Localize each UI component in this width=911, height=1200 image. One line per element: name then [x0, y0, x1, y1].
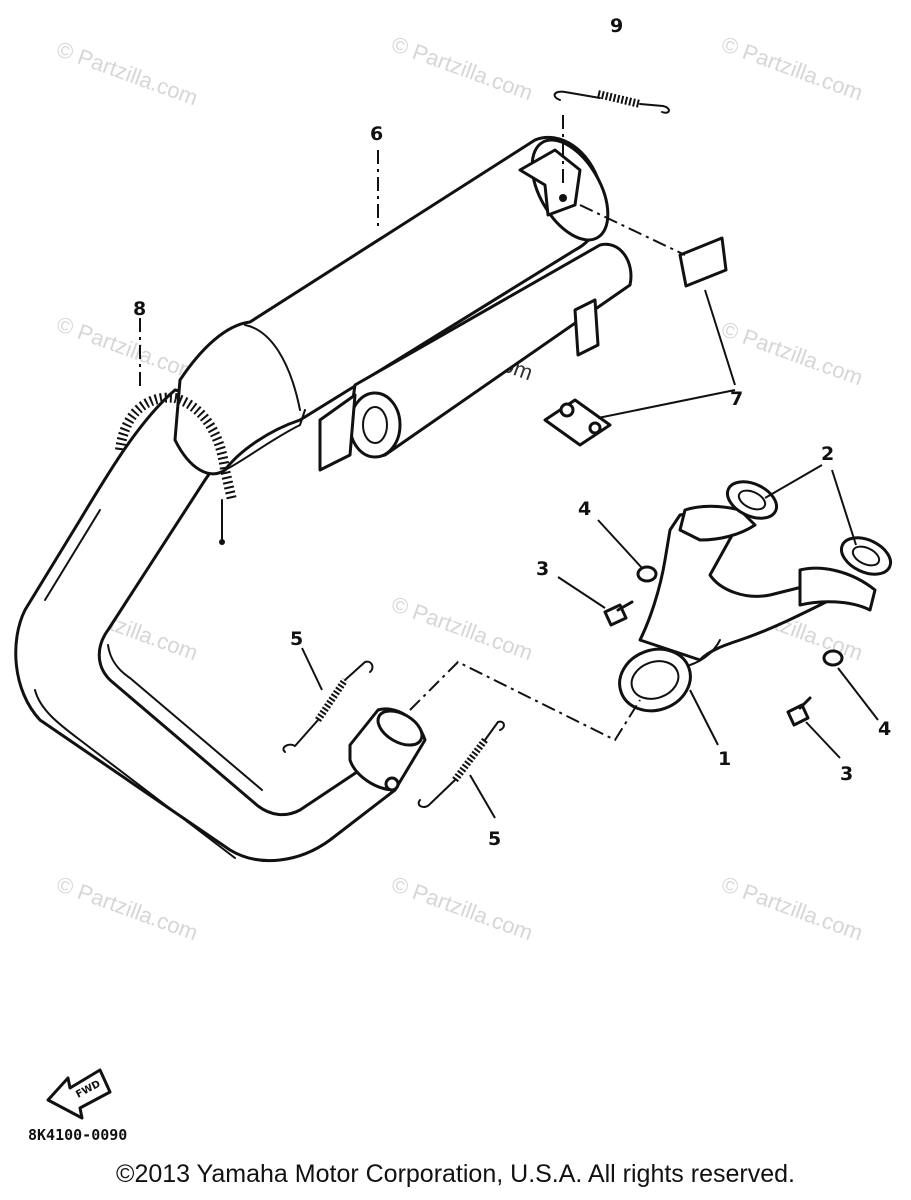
watermark: © Partzilla.com	[53, 311, 201, 385]
callout-3: 3	[536, 558, 549, 580]
muffler	[173, 135, 633, 476]
watermark: © Partzilla.com	[718, 871, 866, 945]
spring-top	[553, 90, 670, 114]
watermark: © Partzilla.com	[53, 871, 201, 945]
leader-lines	[139, 115, 879, 819]
clamp-band	[115, 392, 237, 545]
watermark: © Partzilla.com	[388, 591, 536, 665]
copyright-notice: ©2013 Yamaha Motor Corporation, U.S.A. A…	[116, 1160, 795, 1188]
callout-1: 1	[718, 748, 731, 770]
callout-7: 7	[730, 388, 743, 410]
watermark: © Partzilla.com	[53, 36, 201, 110]
callouts: 1 2 3 3 4 4 5 5 6 7 8 9	[133, 15, 891, 850]
springs-lower	[282, 660, 505, 808]
watermark: © Partzilla.com	[718, 316, 866, 390]
exhaust-pipe	[14, 388, 397, 863]
y-pipe	[618, 504, 877, 713]
callout-5: 5	[290, 628, 303, 650]
watermark: © Partzilla.com	[388, 31, 536, 105]
callout-5: 5	[488, 828, 501, 850]
callout-2: 2	[821, 443, 834, 465]
watermark: © Partzilla.com	[388, 871, 536, 945]
callout-6: 6	[370, 123, 383, 145]
callout-4: 4	[878, 718, 891, 740]
fasteners	[603, 565, 844, 727]
fwd-arrow-icon: FWD	[46, 1068, 112, 1120]
diagram-code: 8K4100-0090	[28, 1126, 127, 1144]
joint-pipe-end	[348, 707, 427, 792]
callout-9: 9	[610, 15, 623, 37]
callout-3: 3	[840, 763, 853, 785]
watermark: © Partzilla.com	[718, 31, 866, 105]
callout-4: 4	[578, 498, 591, 520]
damper-pad	[678, 236, 728, 288]
gaskets	[725, 480, 893, 576]
callout-8: 8	[133, 298, 146, 320]
